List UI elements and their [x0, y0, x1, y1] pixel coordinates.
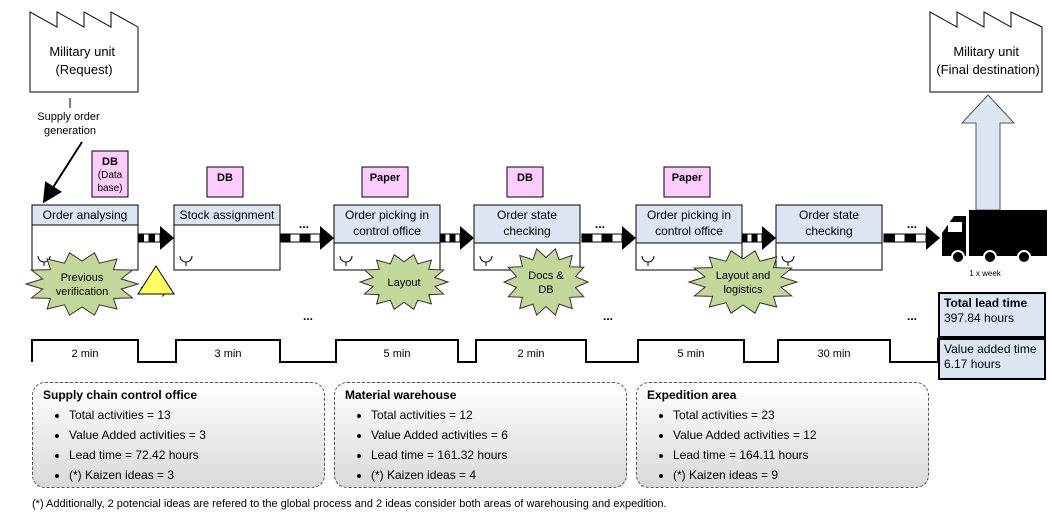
ellipsis: ... — [907, 309, 917, 323]
value-added-time-value: 6.17 hours — [944, 357, 1001, 371]
svg-text:Military unit (Request): Military unit (Request) — [49, 44, 118, 77]
process-title: Order analysing — [43, 208, 128, 222]
shipment-up-arrow — [960, 94, 1016, 211]
kaizen-burst: Docs &DB — [502, 248, 590, 316]
total-lead-time-value: 397.84 hours — [944, 311, 1015, 325]
operator-icon — [339, 255, 353, 266]
operator-icon — [641, 255, 655, 266]
area-stat: Lead time = 72.42 hours — [69, 445, 314, 465]
push-arrow — [137, 226, 174, 250]
process-time: 3 min — [215, 348, 242, 360]
inventory-triangle — [137, 265, 175, 295]
timeline-labels: 2 min 3 min 5 min 2 min 5 min 30 min — [72, 348, 851, 360]
supply-order-label: Supply order generation — [37, 111, 102, 137]
destination-factory: Military unit (Final destination) — [929, 11, 1043, 93]
ellipsis: ... — [299, 217, 309, 231]
info-tag-label: Paper — [370, 172, 401, 184]
process-time: 2 min — [72, 348, 99, 360]
process-time: 5 min — [384, 348, 411, 360]
kaizen-label: Docs &DB — [528, 270, 564, 296]
area-name: Material warehouse — [345, 388, 457, 402]
svg-text:Military unit (Final des: Military unit (Final destination) — [936, 44, 1039, 77]
footnote: (*) Additionally, 2 potencial ideas are … — [32, 498, 667, 510]
area-stat: Value Added activities = 12 — [673, 425, 918, 445]
operator-icon — [479, 255, 493, 266]
total-lead-time-box: Total lead time 397.84 hours — [938, 292, 1046, 338]
request-line-1: Military unit — [49, 44, 115, 59]
process-title: Stock assignment — [180, 208, 275, 222]
area-summary-expedition: Expedition area Total activities = 23 Va… — [636, 382, 929, 488]
operator-icon — [179, 255, 193, 266]
area-summary-supply-chain: Supply chain control office Total activi… — [32, 382, 325, 488]
area-stat: Lead time = 164.11 hours — [673, 445, 918, 465]
truck-icon — [942, 210, 1047, 264]
area-stat: Lead time = 161.32 hours — [371, 445, 616, 465]
kaizen-burst: Layout — [358, 253, 450, 311]
shipment-frequency: 1 x week — [969, 269, 1002, 278]
destination-line-2: (Final destination) — [936, 62, 1039, 77]
area-stat: Value Added activities = 6 — [371, 425, 616, 445]
destination-line-1: Military unit — [953, 44, 1019, 59]
info-tag-label: DB — [217, 172, 233, 184]
request-line-2: (Request) — [55, 62, 112, 77]
info-tag-label: DB — [517, 172, 533, 184]
area-stat: Total activities = 12 — [371, 405, 616, 425]
info-tag: DB — [206, 166, 244, 198]
process-time: 5 min — [678, 348, 705, 360]
ellipsis: ... — [603, 309, 613, 323]
push-arrow — [439, 226, 474, 250]
area-name: Expedition area — [647, 388, 737, 402]
info-tag: DB — [506, 166, 544, 198]
ellipsis: ... — [595, 217, 605, 231]
process-box: Stock assignment — [173, 204, 281, 271]
supply-order-arrow — [42, 141, 83, 204]
area-stat: (*) Kaizen ideas = 4 — [371, 465, 616, 485]
source-factory-request: Military unit (Request) — [29, 11, 139, 93]
area-stat: (*) Kaizen ideas = 3 — [69, 465, 314, 485]
timeline-ladder — [31, 338, 939, 363]
push-arrow — [279, 226, 334, 250]
value-added-time-label: Value added time — [944, 342, 1037, 356]
area-stat: Total activities = 13 — [69, 405, 314, 425]
total-lead-time-label: Total lead time — [944, 296, 1028, 310]
process-time: 30 min — [817, 348, 850, 360]
area-summary-material-warehouse: Material warehouse Total activities = 12… — [334, 382, 627, 488]
ellipsis: ... — [907, 217, 917, 231]
ellipsis: ... — [303, 309, 313, 323]
area-stat: Total activities = 23 — [673, 405, 918, 425]
operator-icon — [781, 255, 795, 266]
info-tag: Paper — [663, 166, 711, 198]
operator-icon — [37, 255, 51, 266]
info-tag: Paper — [361, 166, 409, 198]
kaizen-label: Layout — [387, 277, 420, 289]
push-arrow — [883, 226, 940, 250]
area-stat: Value Added activities = 3 — [69, 425, 314, 445]
value-added-time-box: Value added time 6.17 hours — [938, 338, 1046, 380]
area-name: Supply chain control office — [43, 388, 198, 402]
info-tag-label: Paper — [672, 172, 703, 184]
push-arrow — [741, 226, 776, 250]
push-arrow — [581, 226, 636, 250]
process-time: 2 min — [518, 348, 545, 360]
area-stat: (*) Kaizen ideas = 9 — [673, 465, 918, 485]
